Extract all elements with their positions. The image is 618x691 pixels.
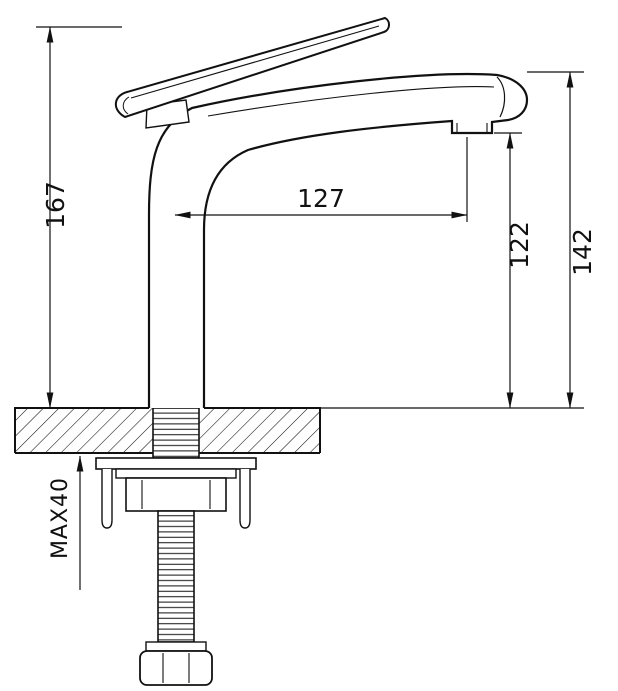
dim-142-label: 142 [568,228,597,276]
washer-plate-bottom [115,468,237,479]
deck-hatch-left [15,408,153,453]
washer-plate-top [95,457,257,470]
dimension-142 [320,71,584,409]
spout-ridge-line [207,86,495,117]
dim-122-label: 122 [505,221,534,269]
mounting-bolts [101,469,251,529]
dim-127-label: 127 [297,184,345,213]
body-outline [147,72,529,408]
dimension-167 [36,26,122,409]
nut-body [139,650,213,686]
inlet-shank [152,407,200,459]
faucet-handle [114,16,390,119]
spout-tip-edge [496,76,506,118]
deck-hatch-right [199,408,320,453]
counter-deck [14,407,321,454]
mounting-bolt-left [101,469,113,529]
dimension-127 [174,137,468,222]
nut-collar [145,641,207,652]
handle-ridge-line [130,25,380,99]
washer-plates [95,457,257,479]
dim-167-label: 167 [41,181,70,229]
handle-end-detail [122,96,130,115]
lock-nut [139,641,213,686]
dimension-122 [494,132,522,409]
mounting-bracket [125,477,227,512]
mounting-bolt-right [239,469,251,529]
aerator-detail [456,123,488,132]
threaded-rod [157,510,195,643]
faucet-body [147,72,529,408]
dim-max40-label: MAX40 [48,477,73,559]
